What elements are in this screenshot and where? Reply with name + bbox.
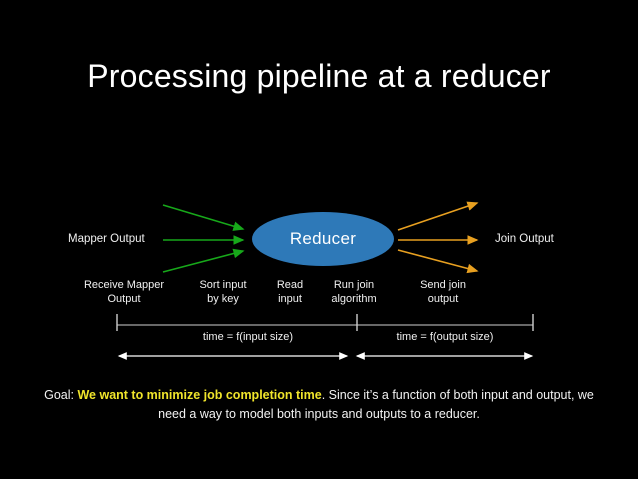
mapper-output-label: Mapper Output: [68, 233, 145, 245]
timing-bracket-group: [116, 314, 534, 331]
stage-line-1: Run join: [333, 279, 375, 291]
stage-line-1: Send join: [420, 279, 466, 291]
caption-prefix: Goal:: [44, 388, 78, 402]
stage-line-2: by key: [207, 293, 239, 305]
output-arrows-group: [397, 201, 479, 274]
input-arrows-group: [162, 204, 245, 273]
timing-label-output: time = f(output size): [396, 331, 494, 343]
page-title: Processing pipeline at a reducer: [87, 58, 551, 94]
stage-label-sort-input-by-key: Sort input by key: [163, 278, 283, 306]
reducer-node[interactable]: Reducer: [252, 212, 394, 266]
stage-line-2: algorithm: [331, 293, 377, 305]
stage-line-1: Read: [276, 279, 304, 291]
join-output-label: Join Output: [495, 233, 554, 245]
stage-line-2: Output: [107, 293, 141, 305]
stage-line-1: Receive Mapper: [83, 279, 165, 291]
timing-label-input: time = f(input size): [202, 331, 294, 343]
caption-suffix: . Since it’s a function of both input an…: [158, 388, 594, 421]
stage-label-read-input: Read input: [250, 278, 330, 306]
stage-line-2: output: [427, 293, 459, 305]
stage-label-send-join-output: Send join output: [388, 278, 498, 306]
stage-label-run-join-algorithm: Run join algorithm: [299, 278, 409, 306]
stage-label-receive-mapper-output: Receive Mapper Output: [44, 278, 204, 306]
output-arrow-top: [397, 201, 479, 231]
input-arrow-top: [162, 204, 245, 231]
reducer-node-label: Reducer: [289, 229, 357, 248]
slide-caption: Goal: We want to minimize job completion…: [40, 386, 598, 424]
stage-line-2: input: [278, 293, 302, 305]
caption-emphasis: We want to minimize job completion time: [77, 388, 322, 402]
stage-line-1: Sort input: [199, 279, 247, 291]
input-arrow-bottom: [162, 248, 245, 273]
output-arrow-bottom: [397, 249, 479, 274]
